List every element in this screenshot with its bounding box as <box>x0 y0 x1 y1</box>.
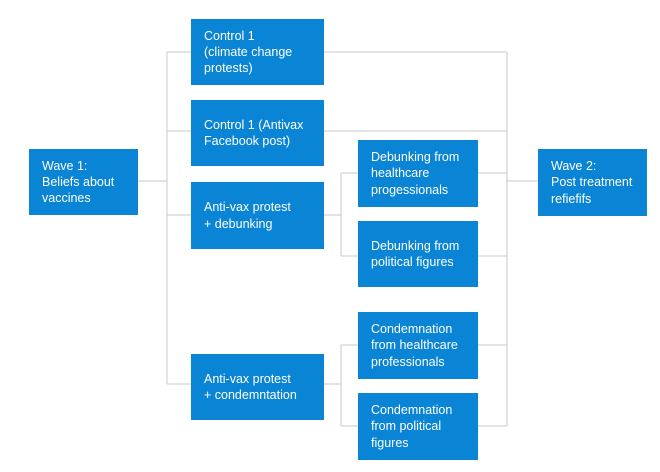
antivax-debunking-box: Anti-vax protest + debunking <box>191 182 324 249</box>
wave2-label: Wave 2: Post treatment refiefifs <box>551 159 633 206</box>
condemn-health-box: Condemnation from healthcare professiona… <box>358 312 478 379</box>
control1-antivax-label: Control 1 (Antivax Facebook post) <box>204 117 304 148</box>
control1-antivax-box: Control 1 (Antivax Facebook post) <box>191 100 324 166</box>
condemn-political-box: Condemnation from political figures <box>358 393 478 460</box>
antivax-condemnation-box: Anti-vax protest + condemntation <box>191 354 324 420</box>
control1-climate-box: Control 1 (climate change protests) <box>191 19 324 85</box>
wave2-box: Wave 2: Post treatment refiefifs <box>538 149 647 216</box>
condemn-political-label: Condemnation from political figures <box>371 403 453 450</box>
debunk-political-label: Debunking from political figures <box>371 238 460 269</box>
debunk-political-box: Debunking from political figures <box>358 221 478 287</box>
antivax-condemnation-label: Anti-vax protest + condemntation <box>204 371 297 402</box>
wave1-box: Wave 1: Beliefs about vaccines <box>29 149 138 215</box>
wave1-label: Wave 1: Beliefs about vaccines <box>42 158 115 206</box>
debunk-health-label: Debunking from healthcare progessionals <box>371 150 460 197</box>
control1-climate-label: Control 1 (climate change protests) <box>204 28 293 76</box>
antivax-debunking-label: Anti-vax protest + debunking <box>204 200 291 231</box>
condemn-health-label: Condemnation from healthcare professiona… <box>371 322 458 369</box>
debunk-health-box: Debunking from healthcare progessionals <box>358 140 478 207</box>
